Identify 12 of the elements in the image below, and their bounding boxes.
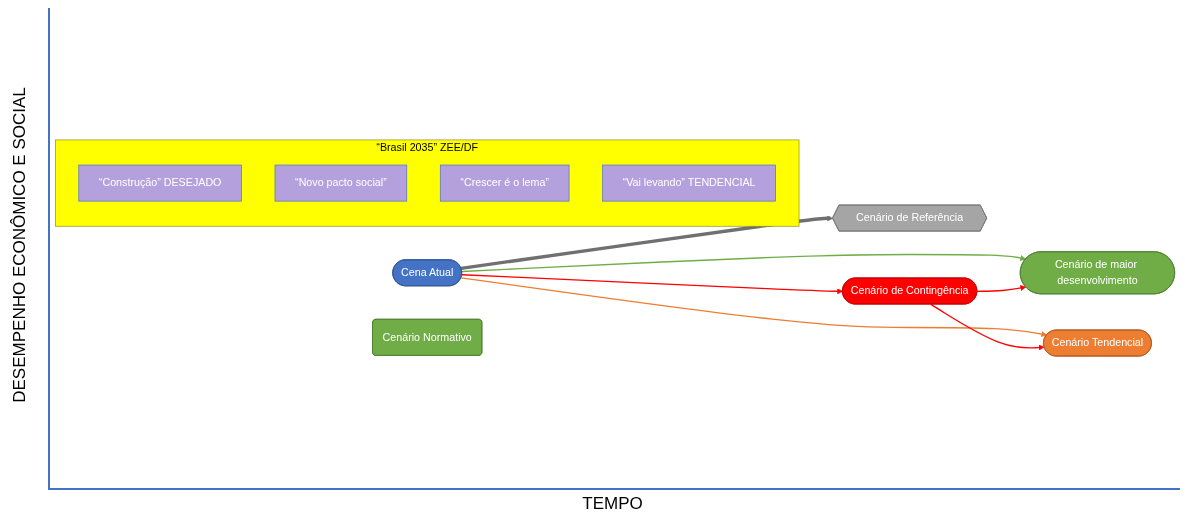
node-box: “Crescer é o lema” [439, 164, 570, 202]
arrow [460, 277, 1048, 337]
node-box: “Construção” DESEJADO [78, 164, 242, 202]
node-box: “Vai levando” TENDENCIAL [602, 164, 776, 202]
axis-label: TEMPO [582, 494, 643, 513]
arrow [461, 253, 1027, 273]
node-box: “Novo pacto social” [274, 164, 408, 202]
arrow [461, 274, 844, 295]
arrow [930, 303, 1045, 351]
axis-label: DESEMPENHO ECONÔMICO E SOCIAL [10, 87, 30, 403]
arrow [460, 215, 834, 271]
arrow [976, 285, 1027, 292]
